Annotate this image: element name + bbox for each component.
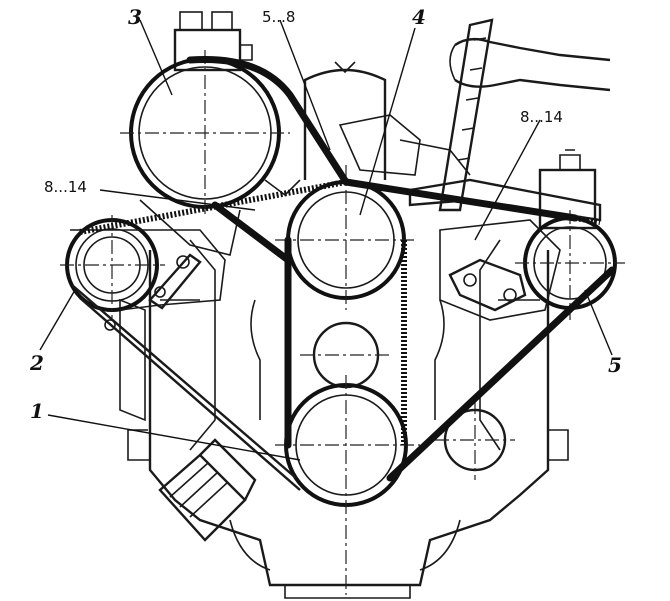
label-generator: 2 [29, 351, 44, 375]
leader-deflection-top [279, 19, 331, 151]
leader-generator [39, 289, 76, 351]
label-deflection-right: 8...14 [520, 108, 563, 126]
leader-water-pump [359, 27, 416, 216]
oil-filter [158, 438, 257, 542]
label-compressor: 3 [128, 5, 142, 29]
leader-deflection-right [474, 119, 541, 241]
label-deflection-top: 5...8 [262, 8, 295, 26]
label-water-pump: 4 [412, 5, 426, 29]
label-steering-pump: 5 [608, 353, 622, 377]
leader-crankshaft [47, 414, 301, 461]
leader-steering-pump [584, 289, 613, 356]
lower-right-pulley [435, 400, 515, 480]
crankshaft-pulley [275, 375, 420, 595]
label-deflection-left: 8...14 [44, 178, 87, 196]
belts [71, 55, 616, 491]
hand-with-gauge-stick [408, 18, 611, 222]
water-pump-pulley [275, 165, 415, 389]
engine-block [119, 239, 569, 599]
leader-compressor [139, 19, 173, 96]
leader-deflection-left [99, 189, 256, 211]
label-crankshaft: 1 [30, 399, 44, 423]
power-steering-pump [439, 149, 625, 321]
